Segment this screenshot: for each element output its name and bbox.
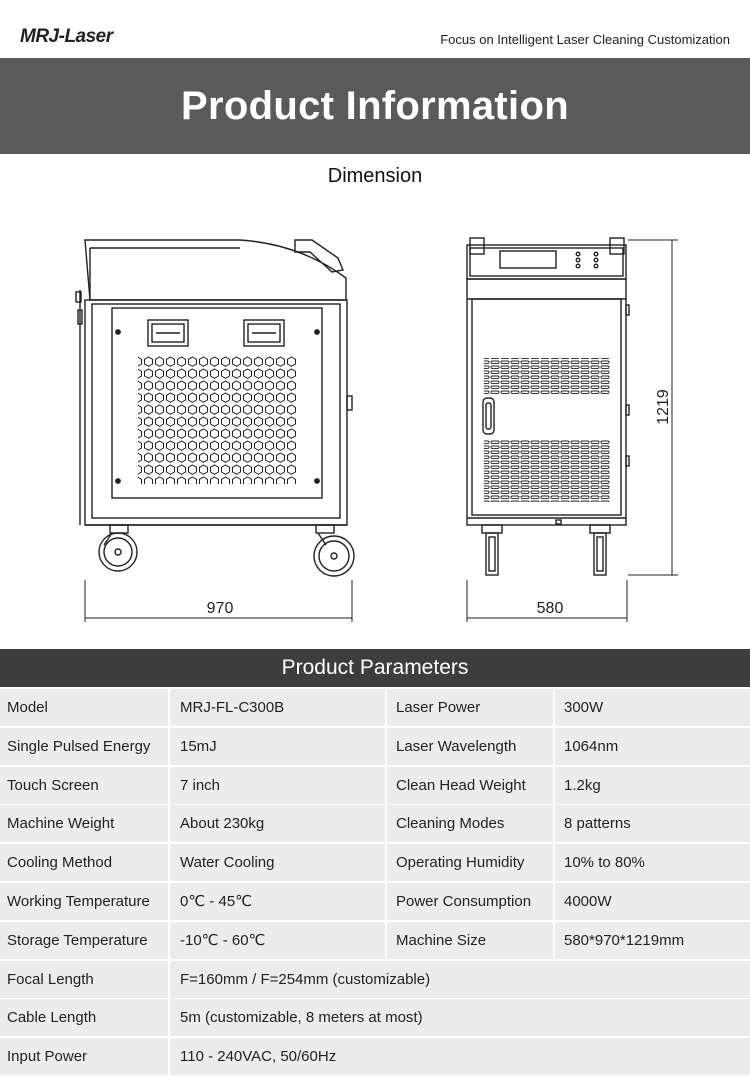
param-value: 1064nm [555, 727, 750, 765]
page-title: Product Information [181, 83, 569, 128]
side-view [75, 239, 355, 577]
param-value: 300W [555, 689, 750, 726]
param-key: Machine Size [387, 921, 553, 959]
param-key: Storage Temperature [0, 921, 168, 959]
param-key: Operating Humidity [387, 844, 553, 882]
param-value: MRJ-FL-C300B [170, 689, 385, 726]
param-value: 1.2kg [555, 766, 750, 804]
param-key: Power Consumption [387, 882, 553, 920]
height-dimension-line [628, 239, 678, 576]
param-key: Cleaning Modes [387, 805, 553, 843]
param-key: Machine Weight [0, 805, 168, 843]
length-label: 970 [207, 600, 234, 617]
param-value: Water Cooling [170, 844, 385, 882]
param-key: Input Power [0, 1038, 168, 1076]
param-value: 15mJ [170, 727, 385, 765]
param-value: 0℃ - 45℃ [170, 882, 385, 920]
param-key: Focal Length [0, 960, 168, 998]
parameters-banner: Product Parameters [0, 649, 750, 687]
param-key: Cable Length [0, 999, 168, 1037]
parameters-title: Product Parameters [281, 656, 469, 679]
param-value: About 230kg [170, 805, 385, 843]
param-value: 7 inch [170, 766, 385, 804]
param-key: Single Pulsed Energy [0, 727, 168, 765]
param-key: Working Temperature [0, 882, 168, 920]
table-row: Touch Screen 7 inch Clean Head Weight 1.… [0, 766, 750, 806]
brand-logo[interactable]: MRJ-Laser [20, 26, 113, 47]
param-key: Touch Screen [0, 766, 168, 804]
param-key: Model [0, 689, 168, 726]
section-banner: Product Information [0, 58, 750, 154]
tagline: Focus on Intelligent Laser Cleaning Cust… [440, 32, 730, 47]
table-row: Storage Temperature -10℃ - 60℃ Machine S… [0, 921, 750, 961]
param-value: 10% to 80% [555, 844, 750, 882]
param-key: Clean Head Weight [387, 766, 553, 804]
parameters-table: Model MRJ-FL-C300B Laser Power 300W Sing… [0, 689, 750, 1077]
dimension-drawing: 970 [0, 200, 750, 640]
dimension-title: Dimension [327, 165, 423, 187]
table-row: Input Power 110 - 240VAC, 50/60Hz [0, 1038, 750, 1077]
table-row: Focal Length F=160mm / F=254mm (customiz… [0, 960, 750, 1000]
front-view [466, 237, 630, 576]
param-key: Cooling Method [0, 844, 168, 882]
length-dimension-line [84, 580, 353, 622]
param-value: -10℃ - 60℃ [170, 921, 385, 959]
param-key: Laser Wavelength [387, 727, 553, 765]
table-row: Cable Length 5m (customizable, 8 meters … [0, 999, 750, 1038]
param-value: 4000W [555, 882, 750, 920]
width-label: 580 [537, 600, 564, 617]
machine-line-drawing: 970 [75, 237, 678, 622]
table-row: Working Temperature 0℃ - 45℃ Power Consu… [0, 882, 750, 922]
height-label: 1219 [655, 389, 672, 425]
param-value: 580*970*1219mm [555, 921, 750, 959]
table-row: Single Pulsed Energy 15mJ Laser Waveleng… [0, 727, 750, 767]
param-key: Laser Power [387, 689, 553, 726]
param-value: F=160mm / F=254mm (customizable) [170, 960, 750, 998]
table-row: Machine Weight About 230kg Cleaning Mode… [0, 805, 750, 844]
page-header: MRJ-Laser Focus on Intelligent Laser Cle… [0, 0, 750, 58]
table-row: Model MRJ-FL-C300B Laser Power 300W [0, 689, 750, 728]
table-row: Cooling Method Water Cooling Operating H… [0, 844, 750, 883]
width-dimension-line [466, 580, 628, 622]
param-value: 8 patterns [555, 805, 750, 843]
param-value: 110 - 240VAC, 50/60Hz [170, 1038, 750, 1076]
param-value: 5m (customizable, 8 meters at most) [170, 999, 750, 1037]
